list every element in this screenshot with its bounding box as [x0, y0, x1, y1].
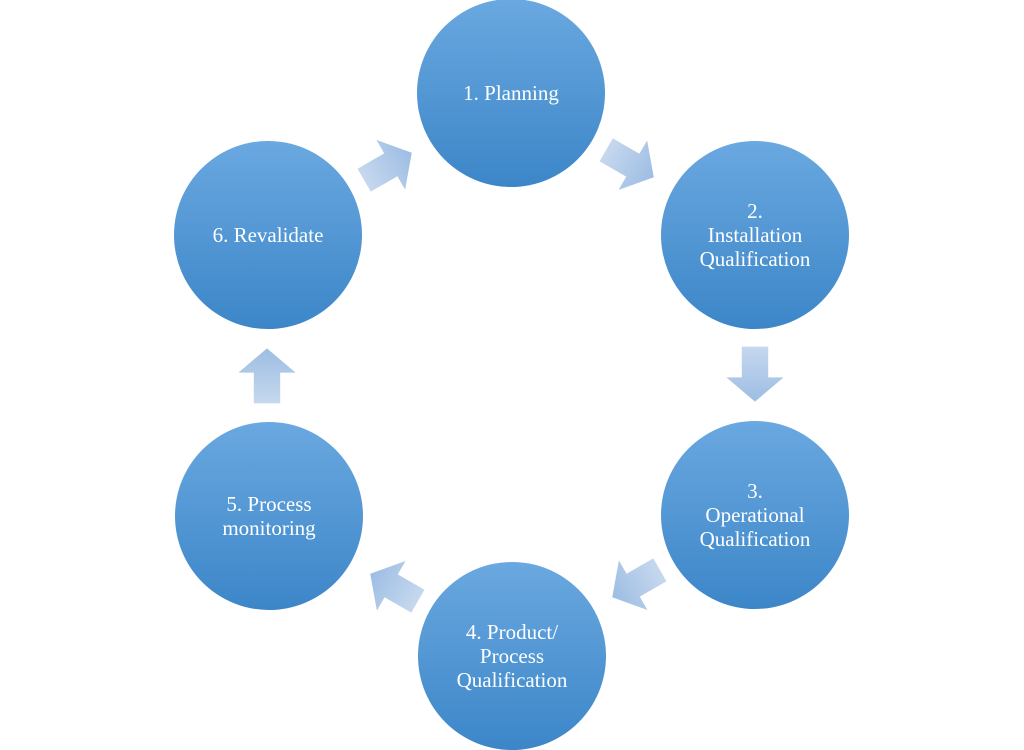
step-process-monitoring: 5. Process monitoring: [175, 422, 363, 610]
step-planning-label: 1. Planning: [463, 81, 559, 105]
step-process-monitoring-label: 5. Process monitoring: [222, 492, 316, 540]
step-product-process-qualification: 4. Product/ Process Qualification: [418, 562, 606, 750]
arrow-5-to-6-icon: [234, 344, 300, 410]
arrow-3-to-4-icon: [592, 538, 682, 628]
step-operational-qualification-label: 3. Operational Qualification: [699, 479, 811, 551]
arrow-1-to-2-icon: [584, 118, 674, 208]
step-revalidate: 6. Revalidate: [174, 141, 362, 329]
step-revalidate-label: 6. Revalidate: [212, 223, 324, 247]
step-product-process-qualification-label: 4. Product/ Process Qualification: [456, 620, 568, 692]
arrow-6-to-1-icon: [342, 122, 432, 212]
arrow-4-to-5-icon: [350, 543, 440, 633]
arrow-2-to-3-icon: [722, 340, 788, 406]
step-installation-qualification-label: 2. Installation Qualification: [699, 199, 811, 271]
step-installation-qualification: 2. Installation Qualification: [661, 141, 849, 329]
step-planning: 1. Planning: [417, 0, 605, 187]
step-operational-qualification: 3. Operational Qualification: [661, 421, 849, 609]
